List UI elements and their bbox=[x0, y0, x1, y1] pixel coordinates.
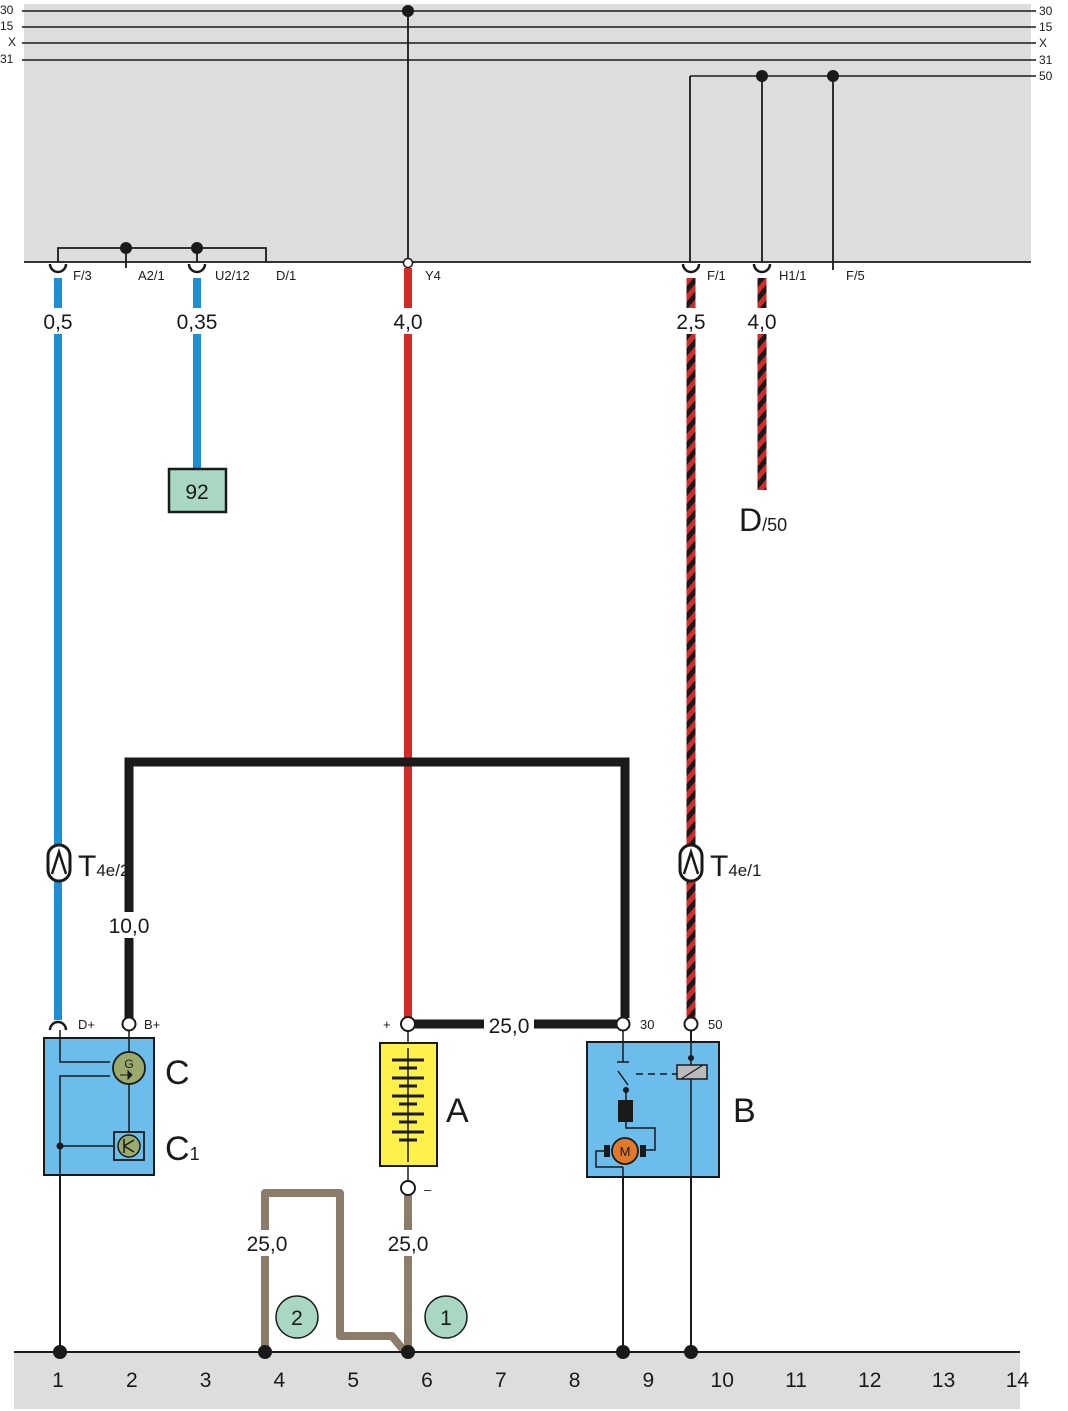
panel-internal-wiring bbox=[57, 11, 834, 270]
column-number-9: 9 bbox=[643, 1369, 655, 1392]
wire-size-f3: 0,5 bbox=[43, 311, 72, 334]
wire-black-bplus bbox=[124, 757, 630, 1018]
conn-label-y4: Y4 bbox=[425, 268, 441, 283]
conn-label-u212: U2/12 bbox=[215, 268, 250, 283]
column-number-12: 12 bbox=[858, 1369, 881, 1392]
wire-size-y4: 4,0 bbox=[393, 311, 422, 334]
generator-symbol bbox=[112, 1051, 146, 1085]
panel-connector-labels: F/3 A2/1 U2/12 D/1 Y4 F/1 H1/1 F/5 bbox=[73, 268, 865, 283]
terminal-label-bat-minus: – bbox=[424, 1182, 432, 1197]
panel-connector-cups bbox=[48, 263, 772, 274]
column-number-5: 5 bbox=[347, 1369, 359, 1392]
column-number-13: 13 bbox=[932, 1369, 955, 1392]
column-number-2: 2 bbox=[126, 1369, 138, 1392]
ref-box-92 bbox=[167, 467, 228, 514]
rail-label-15-right: 15 bbox=[1039, 20, 1053, 34]
conn-label-f5: F/5 bbox=[846, 268, 865, 283]
column-number-4: 4 bbox=[274, 1369, 286, 1392]
plug-t4e2 bbox=[46, 843, 72, 883]
column-number-3: 3 bbox=[200, 1369, 212, 1392]
terminal-label-50: 50 bbox=[708, 1017, 722, 1032]
panel-junction-dots bbox=[120, 5, 839, 254]
regulator-symbol bbox=[117, 1134, 141, 1158]
rail-label-31-left: 31 bbox=[0, 52, 14, 66]
conn-label-a21: A2/1 bbox=[138, 268, 165, 283]
alternator-c: G bbox=[43, 1030, 155, 1176]
rail-label-30-right: 30 bbox=[1039, 4, 1053, 18]
wire-size-bplus: 10,0 bbox=[109, 915, 150, 938]
conn-label-f3: F/3 bbox=[73, 268, 92, 283]
starter-b: M bbox=[586, 1031, 720, 1178]
column-number-7: 7 bbox=[495, 1369, 507, 1392]
wire-size-ground-left: 25,0 bbox=[247, 1233, 288, 1256]
wire-size-labels: 0,5 0,35 4,0 2,5 4,0 10,0 25,0 25,0 25,0 bbox=[40, 308, 780, 1256]
battery-a bbox=[379, 1031, 438, 1181]
component-label-c1: C1 bbox=[165, 1130, 200, 1168]
starter-motor-symbol-label: M bbox=[620, 1144, 631, 1159]
terminal-dplus-cup bbox=[48, 1020, 68, 1031]
column-number-8: 8 bbox=[569, 1369, 581, 1392]
ref-d50: D/50 bbox=[739, 502, 787, 538]
component-label-a: A bbox=[446, 1092, 469, 1130]
plug-t4e2-label: T4e/2 bbox=[78, 850, 129, 883]
ground-band bbox=[14, 1352, 1020, 1409]
component-label-b: B bbox=[733, 1092, 756, 1130]
wire-size-f1: 2,5 bbox=[676, 311, 705, 334]
terminal-labels: D+ B+ + – 30 50 bbox=[78, 1017, 722, 1197]
starter-motor-symbol bbox=[611, 1137, 639, 1165]
y4-terminal bbox=[402, 257, 414, 269]
column-number-1: 1 bbox=[52, 1369, 64, 1392]
ground-point-2-label: 2 bbox=[291, 1307, 303, 1330]
component-label-c: C bbox=[165, 1054, 190, 1092]
wire-size-h11: 4,0 bbox=[747, 311, 776, 334]
rail-label-x-left: X bbox=[8, 35, 16, 49]
column-number-14: 14 bbox=[1006, 1369, 1030, 1392]
terminal-label-dplus: D+ bbox=[78, 1017, 95, 1032]
ground-point-1-label: 1 bbox=[440, 1307, 452, 1330]
wire-size-battery-starter: 25,0 bbox=[489, 1015, 530, 1038]
rail-label-31-right: 31 bbox=[1039, 53, 1053, 67]
terminal-label-bat-plus: + bbox=[383, 1017, 391, 1032]
plug-t4e1 bbox=[678, 843, 704, 883]
terminal-label-30: 30 bbox=[640, 1017, 654, 1032]
conn-label-f1: F/1 bbox=[707, 268, 726, 283]
fuse-panel bbox=[24, 4, 1031, 262]
column-number-6: 6 bbox=[421, 1369, 433, 1392]
rail-label-30-left: 30 bbox=[0, 3, 14, 17]
ground-point-2: 2 bbox=[275, 1295, 319, 1339]
rail-label-x-right: X bbox=[1039, 36, 1047, 50]
plug-t4e1-label: T4e/1 bbox=[710, 850, 761, 883]
conn-label-h11: H1/1 bbox=[779, 268, 806, 283]
column-number-11: 11 bbox=[785, 1369, 807, 1392]
rail-label-15-left: 15 bbox=[0, 19, 14, 33]
ground-bus-junctions bbox=[53, 1345, 698, 1359]
rail-labels: 30 15 X 31 30 15 X 31 50 bbox=[0, 3, 1053, 83]
conn-label-d1: D/1 bbox=[276, 268, 296, 283]
ground-point-1: 1 bbox=[424, 1295, 468, 1339]
supply-rails bbox=[22, 10, 1036, 77]
generator-symbol-label: G bbox=[124, 1057, 133, 1071]
ref-box-92-label: 92 bbox=[185, 481, 208, 504]
column-number-10: 10 bbox=[711, 1369, 734, 1392]
terminal-circles bbox=[121, 1016, 699, 1196]
wire-size-u212: 0,35 bbox=[177, 311, 218, 334]
terminal-label-bplus: B+ bbox=[144, 1017, 160, 1032]
wire-size-ground-right: 25,0 bbox=[388, 1233, 429, 1256]
rail-label-50-right: 50 bbox=[1039, 69, 1053, 83]
wire-brown-ground-strap bbox=[261, 1189, 409, 1355]
